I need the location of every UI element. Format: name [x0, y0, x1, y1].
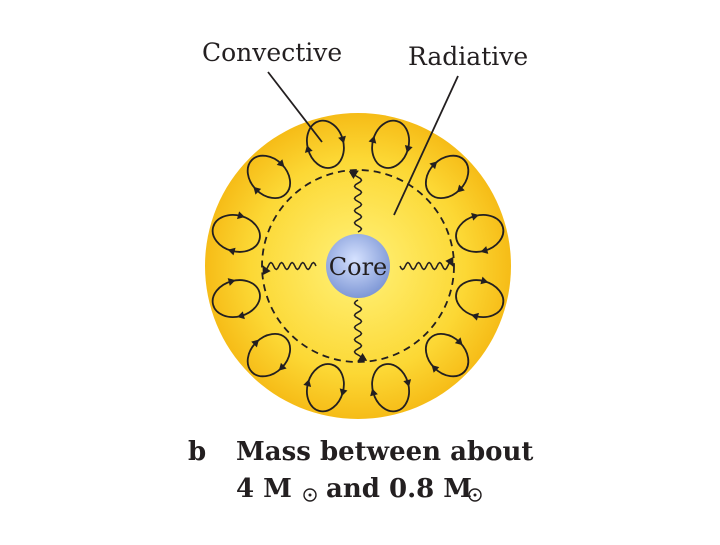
convection-loop [246, 332, 292, 378]
convection-loop [211, 278, 261, 320]
radiative-arrow [262, 261, 317, 276]
radiative-arrow [399, 256, 454, 271]
radiative-energy-arrows [262, 170, 454, 362]
convection-loop [304, 119, 346, 169]
convection-loop [455, 212, 505, 254]
sun-symbol-icon [303, 488, 317, 502]
convection-loop [455, 276, 505, 321]
convective-leader-line [267, 71, 323, 143]
core [326, 234, 390, 298]
sun-symbol-icon [468, 488, 482, 502]
convection-loop [368, 119, 413, 169]
convection-loop [424, 154, 470, 200]
caption-letter: b [188, 437, 206, 467]
radiative-arrow [353, 299, 368, 362]
convection-loop [370, 363, 412, 413]
convection-loops [211, 119, 505, 413]
caption-line-2b: and 0.8 M [326, 474, 472, 504]
radiative-leader-line [393, 75, 459, 216]
convective-label: Convective [202, 38, 342, 67]
caption-line-1: Mass between about [236, 437, 533, 467]
radiative-zone-boundary [261, 169, 455, 363]
radiative-label: Radiative [408, 42, 528, 71]
convection-loop [303, 363, 348, 413]
core-label: Core [329, 253, 388, 281]
convection-loop [246, 154, 292, 200]
convection-loop [211, 211, 261, 256]
caption-line-2a: 4 M [236, 474, 292, 504]
convection-loop [424, 332, 470, 378]
radiative-arrow [348, 170, 363, 233]
